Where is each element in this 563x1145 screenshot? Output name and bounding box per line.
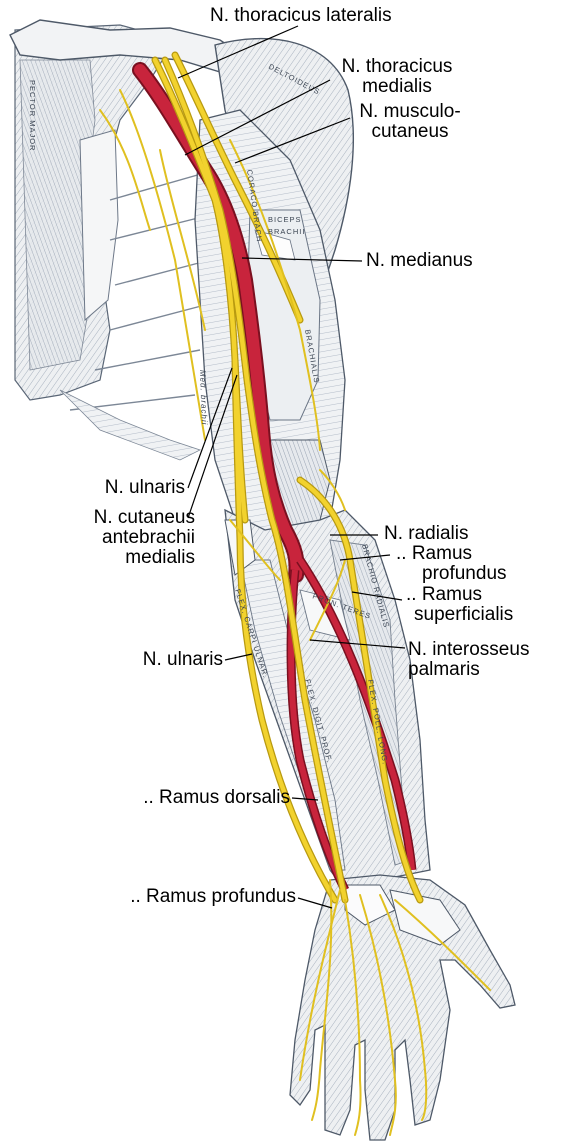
leader-interosseus: [309, 639, 406, 649]
leader-thoracicus-medialis: [184, 79, 331, 156]
muscle-label-pectoralis: PECTOR MAJOR: [28, 80, 37, 151]
label-ramus-dorsalis: .. Ramus dorsalis: [143, 787, 290, 808]
label-ulnaris-lower: N. ulnaris: [142, 649, 223, 670]
leader-musculocutaneus: [234, 117, 351, 164]
label-thoracicus-medialis: N. thoracicus medialis: [341, 56, 453, 97]
label-ulnaris-upper: N. ulnaris: [104, 477, 185, 498]
label-cutaneus-antebrachii: N. cutaneus antebrachii medialis: [93, 507, 195, 568]
leader-thoracicus-lateralis: [177, 25, 299, 79]
label-thoracicus-lateralis: N. thoracicus lateralis: [210, 5, 392, 26]
leader-ulnaris-lower: [224, 653, 253, 661]
label-musculocutaneus: N. musculo- cutaneus: [359, 101, 461, 142]
leader-ramus-superficialis: [351, 591, 403, 601]
leader-ramus-profundus-r: [339, 554, 391, 561]
leader-ulnaris-upper: [187, 367, 233, 489]
leader-ramus-dorsalis: [291, 797, 319, 801]
label-radialis: N. radialis: [384, 523, 469, 544]
leader-ramus-profundus-l: [297, 897, 333, 909]
label-ramus-superficialis: .. Ramus superficialis: [406, 584, 514, 625]
nerves: [99, 51, 491, 1136]
label-ramus-profundus-left: .. Ramus profundus: [130, 886, 296, 907]
muscle-label-med-brachii: Med. brachii: [198, 370, 209, 426]
leader-lines: [177, 25, 406, 909]
label-medianus: N. medianus: [366, 250, 473, 271]
muscle-label-biceps: BICEPS: [268, 215, 302, 224]
muscle-label-brachii: BRACHII: [268, 227, 305, 236]
leader-cutaneus: [187, 374, 238, 519]
label-ramus-profundus-right: .. Ramus profundus: [396, 543, 507, 584]
leader-medianus: [241, 257, 363, 262]
hand: [289, 874, 516, 1141]
chest-region: [14, 24, 216, 461]
label-interosseus-palmaris: N. interosseus palmaris: [408, 639, 530, 680]
